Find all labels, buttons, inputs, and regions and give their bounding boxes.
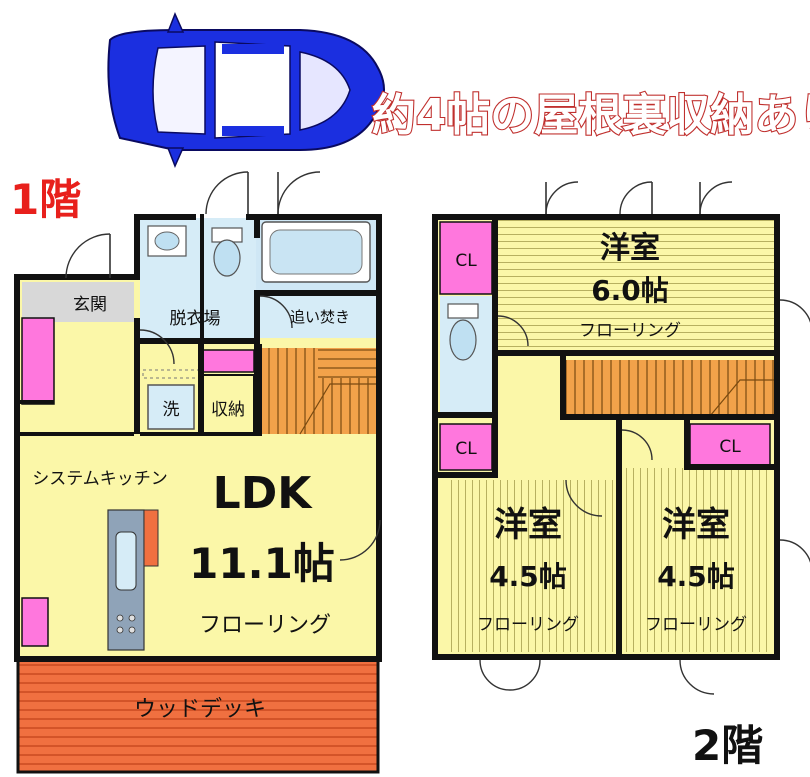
wood-deck (16, 656, 380, 774)
reheat-bath-label: 追い焚き (290, 308, 350, 326)
shoe-closet (21, 317, 55, 405)
room-c-floor (626, 468, 772, 652)
entrance-floor (22, 282, 134, 322)
room-c-size: 4.5帖 (657, 560, 735, 593)
door-icon (65, 171, 381, 561)
closet-1f (21, 597, 49, 647)
dressing-room-label: 脱衣場 (170, 309, 221, 329)
stove-icon (107, 509, 159, 651)
floor1-title: 1階 (10, 175, 81, 224)
entrance-label: 玄関 (73, 295, 107, 315)
toilet-icon (447, 303, 479, 361)
closet-label-b: CL (455, 439, 477, 459)
washer-label: 洗 (163, 400, 180, 420)
room-b-size: 4.5帖 (489, 560, 567, 593)
closet-2f-b (439, 423, 493, 471)
storage-1f (201, 374, 255, 434)
room-b-floor (446, 480, 618, 652)
stairs-icon (566, 360, 774, 417)
washer-space (147, 384, 195, 430)
room-a-floor (498, 220, 774, 350)
floor1-plan (14, 171, 382, 774)
floor2-plan (432, 181, 810, 695)
room-c-flooring: フローリング (645, 615, 747, 635)
ldk-size: 11.1帖 (189, 539, 335, 588)
storage-label: 収納 (211, 400, 245, 420)
ldk-label: LDK (213, 468, 314, 519)
floor2-title: 2階 (692, 721, 763, 770)
room-a-size: 6.0帖 (591, 274, 669, 307)
room-a-flooring: フローリング (579, 321, 681, 341)
sink-icon (147, 225, 187, 257)
closet-label-a: CL (455, 251, 477, 271)
stairs-icon (262, 348, 378, 435)
kitchen-label: システムキッチン (32, 469, 168, 489)
room-b-name: 洋室 (494, 505, 562, 545)
attic-storage-banner: 約4帖の屋根裏収納あり (372, 90, 810, 141)
closet-2f-a (439, 221, 493, 295)
ldk-flooring: フローリング (199, 613, 331, 638)
room-a-name: 洋室 (600, 231, 660, 266)
closet-label-c: CL (719, 437, 741, 457)
toilet-icon (211, 227, 243, 277)
room-b-flooring: フローリング (477, 615, 579, 635)
room-c-name: 洋室 (662, 505, 730, 545)
bathtub-icon (261, 221, 371, 283)
door-icon (479, 181, 810, 695)
deck-label: ウッドデッキ (134, 697, 266, 722)
car-icon (107, 12, 385, 168)
